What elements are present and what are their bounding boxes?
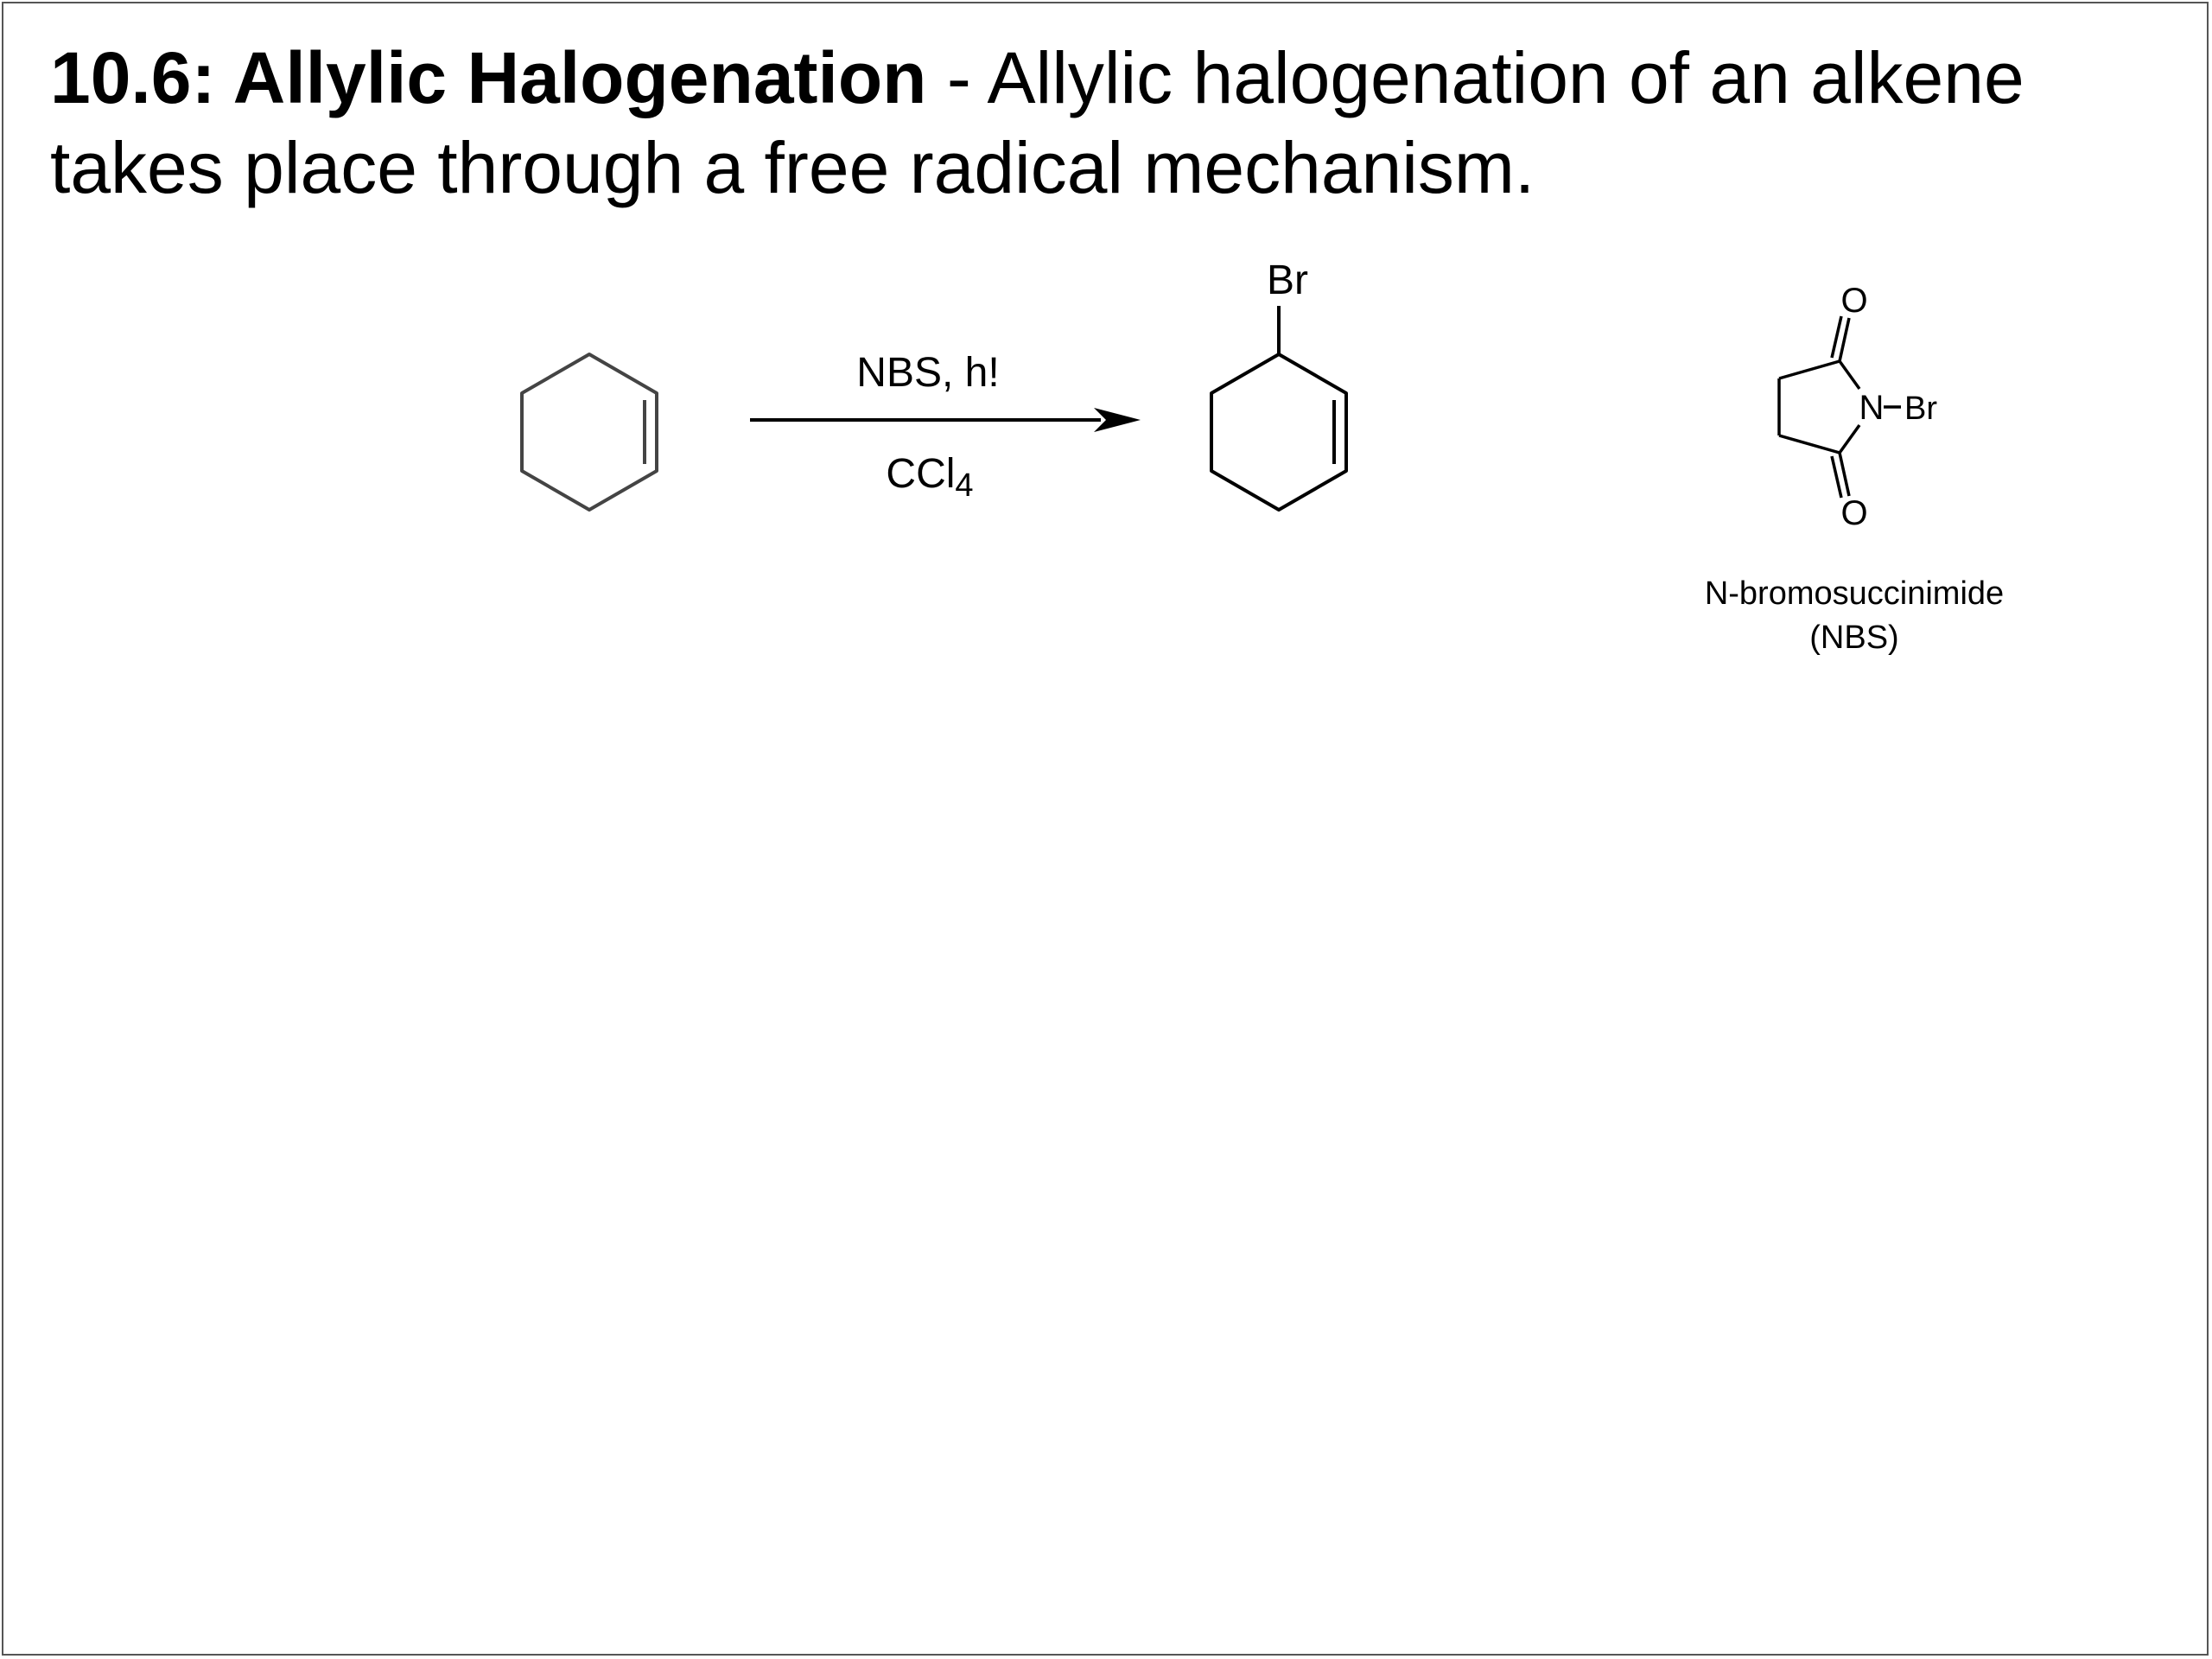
nbs-carbonyl-top-b xyxy=(1830,315,1843,359)
bromocyclohexene-product xyxy=(1210,306,1348,512)
nbs-nitrogen: N xyxy=(1859,389,1885,427)
nbs-bond-c5-n xyxy=(1838,423,1861,454)
nbs-abbreviation: (NBS) xyxy=(1809,620,1898,656)
nbs-oxygen-bottom: O xyxy=(1840,494,1867,532)
nbs-bond-c2-c3 xyxy=(1778,359,1840,380)
solvent-subscript: 4 xyxy=(955,467,973,504)
reaction-arrow-group: NBS, h! CCl4 xyxy=(750,350,1141,504)
product-br-label: Br xyxy=(1267,257,1308,303)
reagent-label: NBS, h! xyxy=(856,350,999,396)
heading-description: - Allylic halogenation of an alkene take… xyxy=(50,37,2024,208)
cyclohexene-ring xyxy=(520,353,658,512)
nbs-bromine: Br xyxy=(1904,391,1937,427)
cyclohexene-reactant xyxy=(520,353,658,512)
solvent-main: CCl xyxy=(886,451,955,497)
reaction-arrow-head xyxy=(1094,408,1141,432)
solvent-label: CCl4 xyxy=(886,451,973,504)
slide-heading: 10.6: Allylic Halogenation - Allylic hal… xyxy=(50,33,2158,213)
heading-bold-title: 10.6: Allylic Halogenation xyxy=(50,37,927,118)
reaction-scheme: NBS, h! CCl4 Br O O N Br N-bromosuccinim… xyxy=(520,257,2004,656)
nbs-oxygen-top: O xyxy=(1840,282,1867,320)
nbs-name: N-bromosuccinimide xyxy=(1705,575,2004,612)
nbs-carbonyl-bottom-a xyxy=(1838,452,1851,497)
nbs-carbonyl-bottom-b xyxy=(1830,455,1843,499)
nbs-carbonyl-top-a xyxy=(1838,317,1851,362)
nbs-bond-c2-n xyxy=(1838,359,1861,391)
nbs-structure xyxy=(1777,315,1901,499)
product-ring xyxy=(1210,353,1348,512)
nbs-bond-c4-c5 xyxy=(1778,434,1840,454)
